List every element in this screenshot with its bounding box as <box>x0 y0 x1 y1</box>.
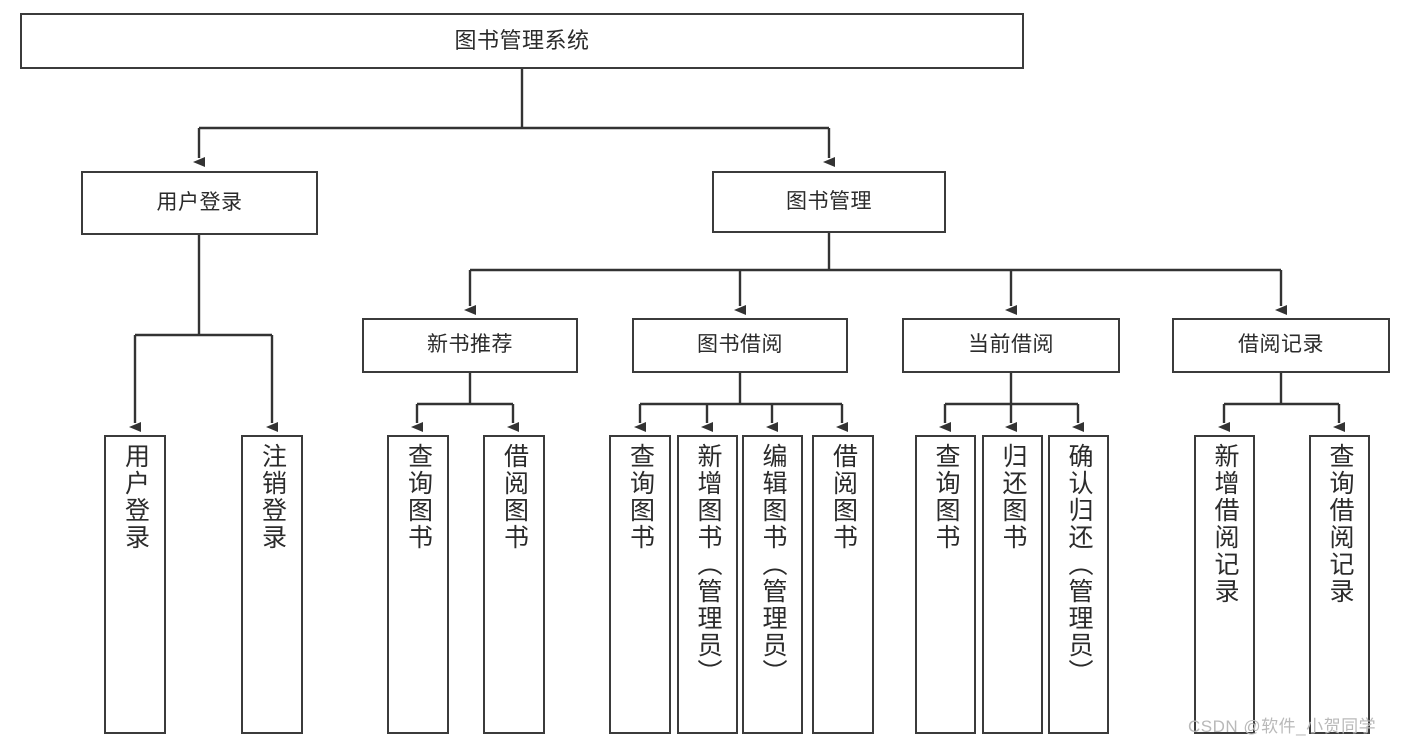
leaf-borrow-edit-book-admin[interactable]: 编辑图书（管理员） <box>742 435 803 734</box>
leaf-user-login-signout[interactable]: 注销登录 <box>241 435 303 734</box>
node-label: 图书管理系统 <box>454 28 590 54</box>
node-root-system[interactable]: 图书管理系统 <box>20 13 1024 69</box>
node-current-borrow[interactable]: 当前借阅 <box>902 318 1120 373</box>
watermark: CSDN @软件_小贺同学 <box>1188 717 1377 736</box>
node-label: 用户登录 <box>121 443 150 551</box>
node-label: 查询借阅记录 <box>1326 443 1354 605</box>
node-user-login[interactable]: 用户登录 <box>81 171 318 235</box>
leaf-record-add-record[interactable]: 新增借阅记录 <box>1194 435 1255 734</box>
node-label: 编辑图书（管理员） <box>759 443 787 686</box>
node-new-book-recommend[interactable]: 新书推荐 <box>362 318 578 373</box>
node-label: 借阅图书 <box>829 443 858 551</box>
node-label: 图书管理 <box>786 189 872 213</box>
node-label: 确认归还（管理员） <box>1065 443 1093 686</box>
node-label: 归还图书 <box>999 443 1027 551</box>
leaf-borrow-borrow-book[interactable]: 借阅图书 <box>812 435 874 734</box>
node-label: 查询图书 <box>932 443 960 551</box>
node-book-management[interactable]: 图书管理 <box>712 171 946 233</box>
leaf-recommend-borrow-book[interactable]: 借阅图书 <box>483 435 545 734</box>
node-label: 借阅记录 <box>1238 333 1324 357</box>
leaf-record-query-record[interactable]: 查询借阅记录 <box>1309 435 1370 734</box>
leaf-recommend-query-book[interactable]: 查询图书 <box>387 435 449 734</box>
node-book-borrow[interactable]: 图书借阅 <box>632 318 848 373</box>
node-label: 新增图书（管理员） <box>694 443 722 686</box>
leaf-user-login-signin[interactable]: 用户登录 <box>104 435 166 734</box>
node-label: 用户登录 <box>156 190 243 214</box>
leaf-current-return-book[interactable]: 归还图书 <box>982 435 1043 734</box>
node-label: 借阅图书 <box>500 443 529 551</box>
node-borrow-record[interactable]: 借阅记录 <box>1172 318 1390 373</box>
leaf-current-confirm-return-admin[interactable]: 确认归还（管理员） <box>1048 435 1109 734</box>
node-label: 查询图书 <box>626 443 655 551</box>
leaf-borrow-query-book[interactable]: 查询图书 <box>609 435 671 734</box>
node-label: 查询图书 <box>404 443 433 551</box>
node-label: 图书借阅 <box>697 333 783 357</box>
node-label: 当前借阅 <box>968 333 1054 357</box>
leaf-borrow-add-book-admin[interactable]: 新增图书（管理员） <box>677 435 738 734</box>
node-label: 新增借阅记录 <box>1211 443 1239 605</box>
node-label: 注销登录 <box>258 443 287 551</box>
leaf-current-query-book[interactable]: 查询图书 <box>915 435 976 734</box>
node-label: 新书推荐 <box>427 333 513 357</box>
